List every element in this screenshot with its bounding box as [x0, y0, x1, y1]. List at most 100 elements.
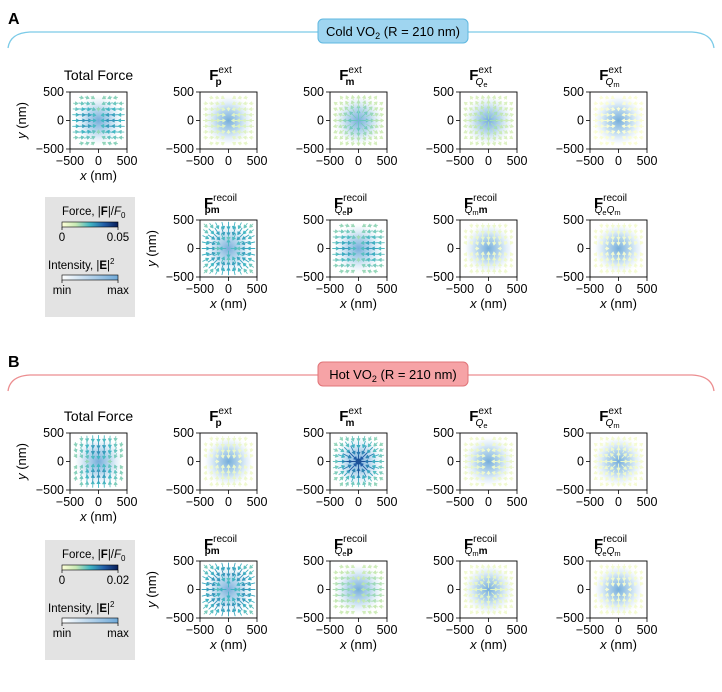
force-arrow	[203, 101, 209, 106]
force-arrow	[474, 593, 481, 598]
force-arrow	[220, 481, 225, 487]
force-arrow	[633, 436, 638, 441]
force-arrow	[593, 454, 599, 458]
y-tick-label: 0	[577, 583, 584, 597]
x-axis-label: x (nm)	[469, 296, 507, 311]
force-arrow	[356, 140, 361, 146]
force-arrow	[638, 118, 644, 123]
force-arrow	[608, 459, 617, 464]
force-arrow	[503, 442, 509, 447]
intensity-min-label: min	[53, 628, 72, 640]
force-arrow	[503, 228, 508, 234]
force-arrow	[337, 465, 346, 469]
force-arrow	[102, 468, 107, 478]
force-arrow	[350, 481, 355, 488]
force-arrow	[627, 234, 632, 240]
force-arrow	[622, 251, 627, 257]
force-arrow	[469, 95, 474, 100]
banner-text-rest: (R = 210 nm)	[377, 367, 457, 382]
force-arrow	[492, 442, 497, 446]
intensity-legend-label: Intensity, |E|2	[48, 257, 115, 272]
x-tick-label: 0	[485, 282, 492, 296]
x-tick-label: 0	[355, 154, 362, 168]
force-arrow	[207, 257, 216, 263]
force-arrow	[604, 141, 610, 146]
force-arrow	[237, 95, 243, 100]
force-arrow	[119, 453, 124, 458]
force-arrow	[632, 124, 639, 129]
force-arrow	[350, 570, 356, 575]
force-arrow	[475, 604, 479, 609]
force-arrow	[463, 442, 468, 447]
force-arrow	[213, 252, 221, 257]
force-arrow	[372, 593, 380, 598]
force-arrow	[237, 261, 243, 270]
force-arrow	[78, 135, 85, 140]
force-arrow	[502, 459, 509, 464]
force-arrow	[209, 441, 214, 447]
force-arrow	[638, 454, 644, 458]
force-arrow	[372, 263, 379, 268]
force-arrow	[345, 100, 349, 106]
force-arrow	[373, 442, 378, 447]
force-arrow	[85, 452, 90, 459]
force-arrow	[203, 465, 208, 470]
force-arrow	[361, 468, 367, 478]
banner-subscript: 2	[372, 374, 377, 384]
x-tick-label: 500	[117, 495, 138, 509]
force-arrow	[209, 609, 214, 615]
force-arrow	[349, 111, 357, 119]
force-arrow	[593, 465, 599, 469]
force-arrow	[343, 598, 351, 603]
force-arrow	[622, 228, 627, 235]
force-arrow	[368, 436, 372, 442]
x-tick-label: 0	[225, 623, 232, 637]
title-subscript: Q	[607, 205, 615, 216]
force-arrow	[237, 141, 243, 146]
force-arrow	[339, 95, 344, 100]
y-tick-label: −500	[556, 270, 584, 284]
force-arrow	[633, 101, 638, 106]
force-arrow	[633, 269, 638, 274]
force-arrow	[248, 101, 254, 106]
force-arrow	[203, 470, 208, 476]
force-arrow	[220, 101, 226, 105]
force-arrow	[338, 470, 345, 475]
force-arrow	[474, 482, 480, 487]
force-arrow	[343, 112, 351, 117]
force-arrow	[345, 95, 350, 100]
force-arrow	[73, 441, 78, 447]
intensity-min: min	[53, 285, 72, 297]
force-arrow	[480, 442, 485, 446]
force-arrow	[232, 267, 236, 276]
force-arrow	[604, 135, 610, 140]
force-arrow	[473, 459, 481, 464]
force-arrow	[366, 587, 374, 592]
force-arrow	[468, 470, 475, 475]
x-axis-unit: (nm)	[217, 637, 247, 652]
title-subscript: p	[216, 418, 222, 429]
force-arrow	[463, 598, 468, 603]
force-arrow	[79, 469, 84, 476]
force-arrow	[502, 470, 509, 475]
force-arrow	[214, 141, 220, 146]
force-arrow	[221, 221, 225, 230]
force-arrow	[633, 598, 638, 604]
force-arrow	[203, 476, 208, 481]
force-arrow	[361, 257, 368, 262]
force-arrow	[469, 141, 474, 146]
force-arrow	[215, 453, 219, 459]
force-arrow	[85, 481, 90, 488]
force-arrow	[492, 575, 497, 582]
force-arrow	[616, 441, 621, 448]
y-tick-label: 0	[57, 455, 64, 469]
force-arrow	[622, 268, 627, 274]
force-arrow	[362, 100, 367, 107]
force-arrow	[502, 593, 509, 598]
force-arrow	[365, 453, 375, 459]
title-superscript: recoil	[473, 193, 497, 204]
